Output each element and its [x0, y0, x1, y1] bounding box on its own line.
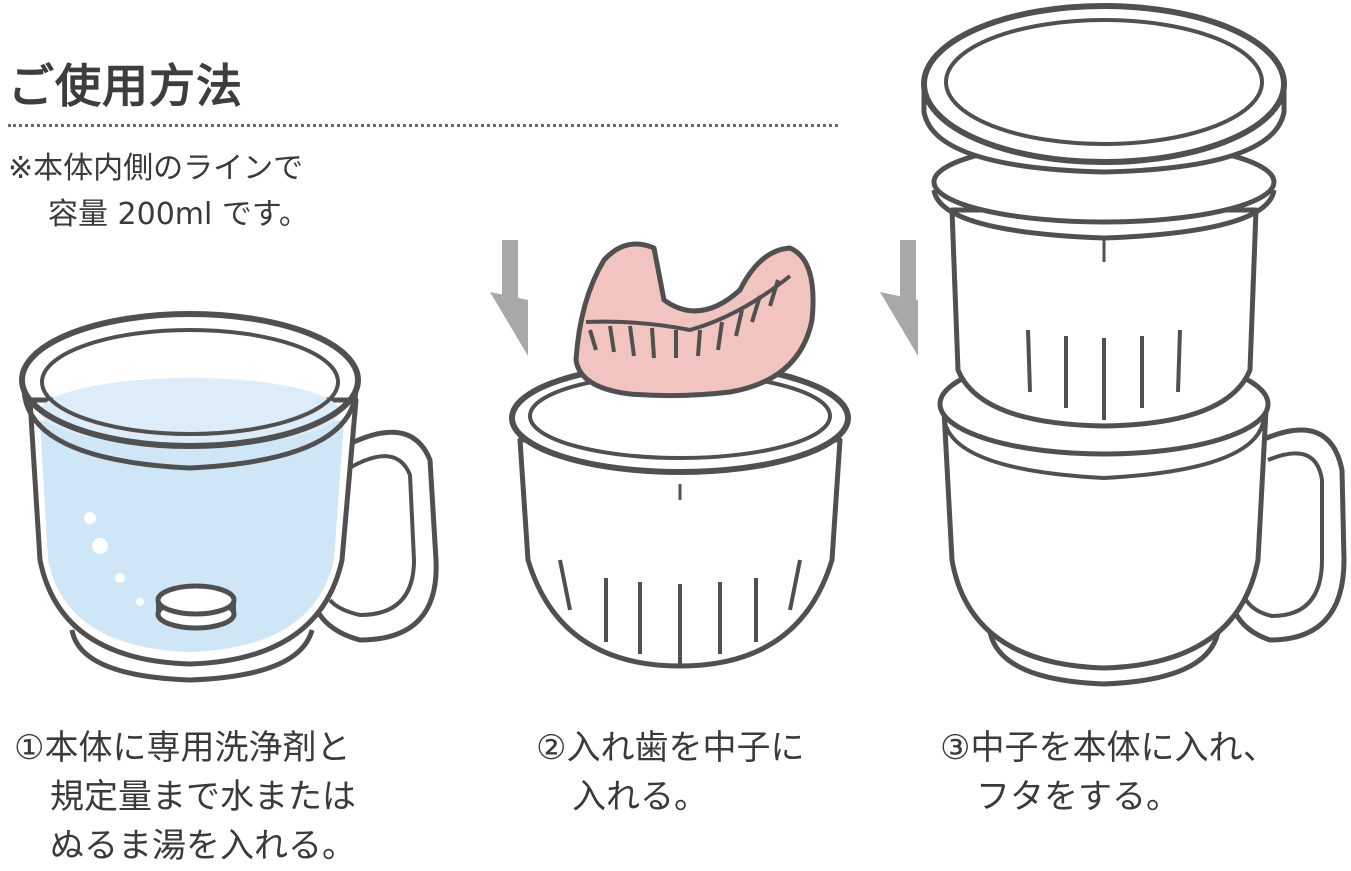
step3-caption: ③中子を本体に入れ、 フタをする。 [940, 724, 1277, 822]
assembled-denture-case-icon [921, 3, 1347, 687]
capacity-note-line1: ※本体内側のラインで [8, 151, 304, 186]
page-title: ご使用方法 [8, 59, 243, 113]
denture-cup-with-water-icon [19, 311, 439, 683]
step1-line1: ①本体に専用洗浄剤と [14, 728, 351, 768]
step1-caption: ①本体に専用洗浄剤と 規定量まで水または ぬるま湯を入れる。 [14, 724, 356, 871]
step1-line2: 規定量まで水または [50, 777, 356, 817]
step2-line1: ②入れ歯を中子に [536, 728, 805, 768]
dotted-divider [8, 124, 838, 127]
step2-caption: ②入れ歯を中子に 入れる。 [536, 724, 804, 822]
step3-line2: フタをする。 [976, 777, 1180, 817]
step1-line3: ぬるま湯を入れる。 [50, 826, 356, 866]
step3-line1: ③中子を本体に入れ、 [940, 728, 1277, 768]
down-arrow-icon [880, 240, 918, 356]
down-arrow-icon [490, 240, 528, 356]
denture-basket-icon [509, 241, 851, 669]
capacity-note-line2: 容量 200ml です。 [48, 197, 309, 232]
step2-line2: 入れる。 [572, 777, 708, 817]
capacity-note: ※本体内側のラインで 容量 200ml です。 [8, 146, 428, 238]
